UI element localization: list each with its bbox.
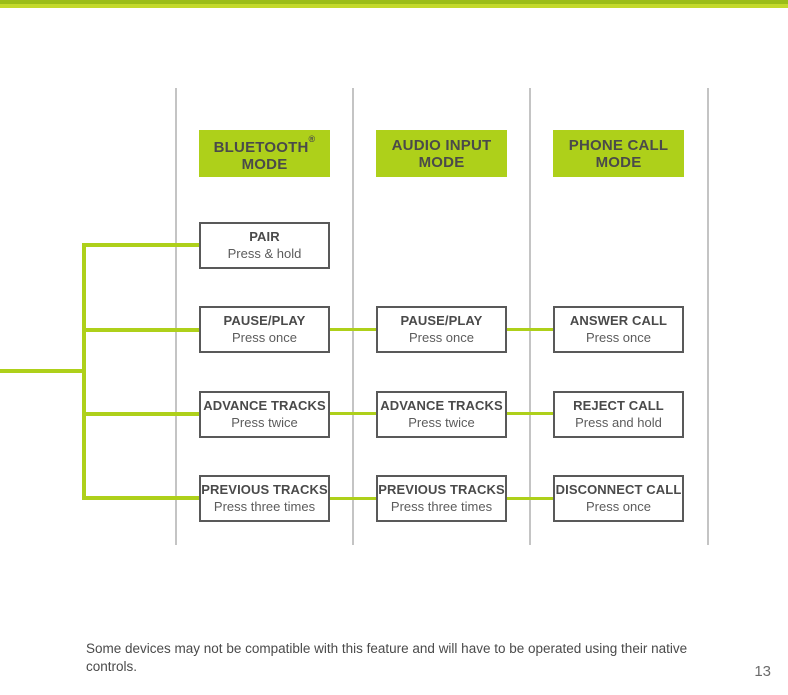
action-box-phone-call-answer-call: ANSWER CALL Press once bbox=[553, 306, 684, 353]
action-title: PREVIOUS TRACKS bbox=[201, 482, 328, 497]
action-subtitle: Press once bbox=[585, 499, 652, 514]
action-subtitle: Press twice bbox=[231, 415, 298, 430]
top-accent-bar bbox=[0, 0, 788, 8]
bracket-branch-2 bbox=[82, 328, 202, 332]
action-subtitle: Press and hold bbox=[575, 415, 662, 430]
control-modes-diagram: BLUETOOTH® MODE AUDIO INPUT MODE PHONE C… bbox=[0, 88, 709, 545]
action-title: ADVANCE TRACKS bbox=[380, 398, 503, 413]
action-subtitle: Press once bbox=[231, 330, 298, 345]
connector-row2-col1-col2 bbox=[328, 328, 378, 331]
action-title: PAIR bbox=[249, 229, 280, 244]
top-accent-bar-light-band bbox=[0, 4, 788, 8]
action-box-bluetooth-previous-tracks: PREVIOUS TRACKS Press three times bbox=[199, 475, 330, 522]
action-box-audio-input-pause-play: PAUSE/PLAY Press once bbox=[376, 306, 507, 353]
action-subtitle: Press three times bbox=[390, 499, 493, 514]
action-box-bluetooth-advance-tracks: ADVANCE TRACKS Press twice bbox=[199, 391, 330, 438]
action-subtitle: Press once bbox=[585, 330, 652, 345]
action-subtitle: Press twice bbox=[408, 415, 475, 430]
action-title: REJECT CALL bbox=[573, 398, 664, 413]
action-subtitle: Press three times bbox=[213, 499, 316, 514]
column-header-bluetooth-line1: BLUETOOTH® bbox=[213, 133, 316, 156]
connector-row2-col2-col3 bbox=[505, 328, 555, 331]
action-box-bluetooth-pause-play: PAUSE/PLAY Press once bbox=[199, 306, 330, 353]
bracket-stem bbox=[0, 369, 86, 373]
action-title: ADVANCE TRACKS bbox=[203, 398, 326, 413]
action-box-phone-call-reject-call: REJECT CALL Press and hold bbox=[553, 391, 684, 438]
action-title: ANSWER CALL bbox=[569, 313, 668, 328]
column-divider-4 bbox=[707, 88, 709, 545]
action-title: DISCONNECT CALL bbox=[555, 482, 682, 497]
bracket-branch-4 bbox=[82, 496, 202, 500]
column-header-bluetooth-mode: BLUETOOTH® MODE bbox=[199, 130, 330, 177]
action-box-audio-input-previous-tracks: PREVIOUS TRACKS Press three times bbox=[376, 475, 507, 522]
column-header-phone-call-line1: PHONE CALL bbox=[568, 136, 669, 154]
top-accent-bar-dark-band bbox=[0, 0, 788, 4]
column-header-audio-input-mode: AUDIO INPUT MODE bbox=[376, 130, 507, 177]
action-box-bluetooth-pair: PAIR Press & hold bbox=[199, 222, 330, 269]
registered-trademark-icon: ® bbox=[308, 133, 316, 144]
column-header-audio-input-line2: MODE bbox=[418, 153, 465, 171]
action-subtitle: Press once bbox=[408, 330, 475, 345]
column-divider-2 bbox=[352, 88, 354, 545]
column-divider-3 bbox=[529, 88, 531, 545]
action-box-phone-call-disconnect-call: DISCONNECT CALL Press once bbox=[553, 475, 684, 522]
action-box-audio-input-advance-tracks: ADVANCE TRACKS Press twice bbox=[376, 391, 507, 438]
column-header-phone-call-line2: MODE bbox=[595, 153, 642, 171]
action-title: PREVIOUS TRACKS bbox=[378, 482, 505, 497]
connector-row4-col1-col2 bbox=[328, 497, 378, 500]
connector-row3-col1-col2 bbox=[328, 412, 378, 415]
footer-note: Some devices may not be compatible with … bbox=[86, 641, 688, 674]
bracket-branch-3 bbox=[82, 412, 202, 416]
action-title: PAUSE/PLAY bbox=[223, 313, 306, 328]
bracket-branch-1 bbox=[82, 243, 202, 247]
column-divider-1 bbox=[175, 88, 177, 545]
page-number: 13 bbox=[754, 663, 771, 680]
column-header-phone-call-mode: PHONE CALL MODE bbox=[553, 130, 684, 177]
action-title: PAUSE/PLAY bbox=[400, 313, 483, 328]
column-header-audio-input-line1: AUDIO INPUT bbox=[391, 136, 492, 154]
connector-row4-col2-col3 bbox=[505, 497, 555, 500]
connector-row3-col2-col3 bbox=[505, 412, 555, 415]
action-subtitle: Press & hold bbox=[227, 246, 302, 261]
column-header-bluetooth-line2: MODE bbox=[241, 155, 288, 173]
